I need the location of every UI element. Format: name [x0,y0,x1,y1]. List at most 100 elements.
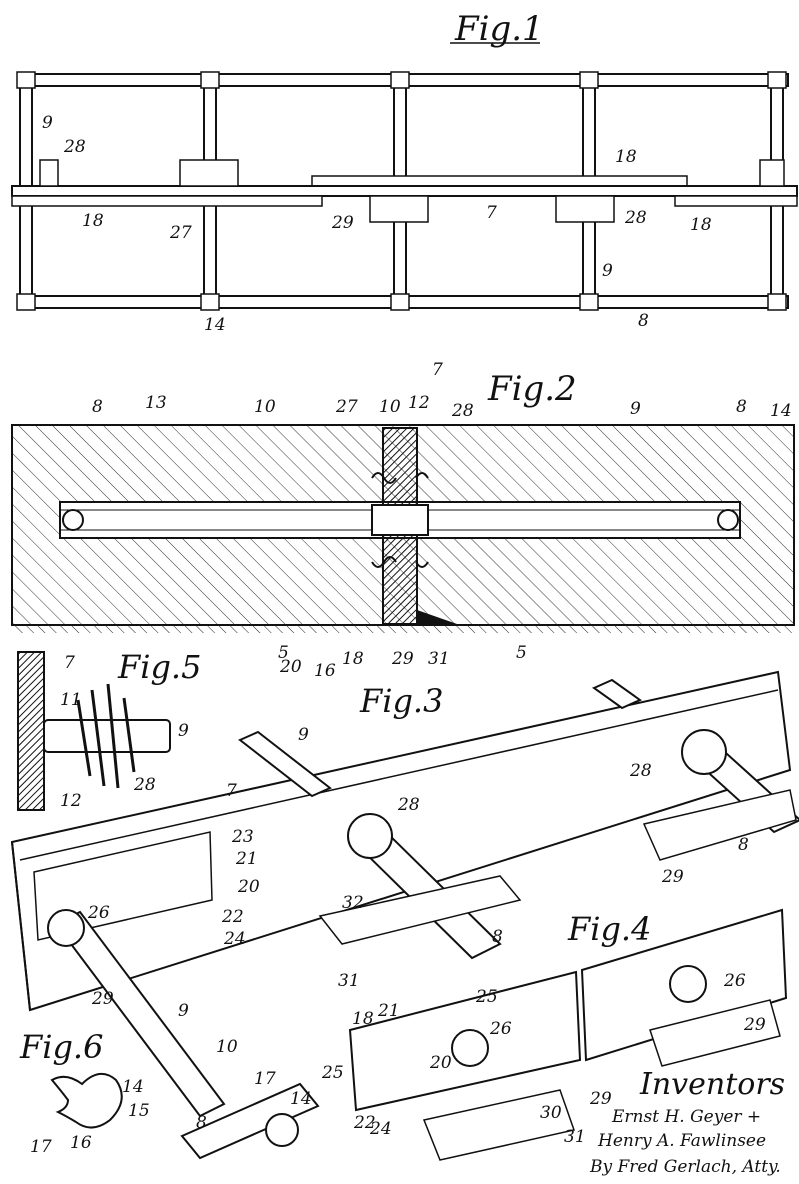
fig2-label: 13 [145,393,167,413]
fig4-chair-left [422,1089,575,1161]
fig2-label: 28 [451,401,474,421]
fig3-label: 29 [91,989,114,1009]
inventor-name: Henry A. Fawlinsee [597,1131,766,1151]
fig1-label: 18 [690,215,712,235]
fig2-coupling [371,504,429,536]
fig2-label: 8 [92,397,103,417]
fig4-label: 31 [564,1127,586,1147]
fig4-label: 29 [589,1089,612,1109]
fig4-label: 24 [369,1119,392,1139]
fig4-label: 25 [321,1063,344,1083]
figure-3-title: Fig.3 [359,682,443,720]
fig2-label: 10 [379,397,401,417]
inventors-heading: Inventors [639,1067,785,1102]
fig3-collar-28 [347,813,393,859]
fig3-label: 8 [196,1113,207,1133]
fig2-spring [371,472,429,568]
fig2-label: 18 [342,649,364,669]
fig1-sleeves [16,71,787,311]
fig4-label: 20 [429,1053,452,1073]
fig2-label: 16 [314,661,336,681]
figure-5: Fig.5 7 11 9 28 12 [17,648,201,811]
fig1-label: 9 [42,113,53,133]
fig3-label: 31 [338,971,360,991]
fig3-label: 9 [298,725,309,745]
fig3-label: 9 [178,1001,189,1021]
figure-3: Fig.3 9 7 28 28 8 23 [10,670,799,1160]
fig3-label: 24 [223,929,246,949]
fig5-label: 28 [133,775,156,795]
fig6-label: 16 [70,1133,92,1153]
fig1-label: 8 [638,311,649,331]
fig4-label: 26 [489,1019,512,1039]
fig6-label: 14 [122,1077,144,1097]
fig4-collar-right [669,965,707,1003]
fig3-collar-28 [681,729,727,775]
fig5-reference-numerals: 7 11 9 28 12 [60,653,189,811]
fig3-label: 29 [661,867,684,887]
fig2-label: 31 [428,649,450,669]
figure-1: Fig.1 [11,9,798,335]
fig3-end-rod [265,1113,299,1147]
fig5-label: 7 [64,653,75,673]
fig5-coil-spring [76,683,136,789]
fig2-reference-numerals: 7 8 13 10 27 10 12 28 9 8 14 5 20 16 18 … [92,360,792,681]
fig2-label: 20 [279,657,302,677]
fig5-label: 11 [60,690,82,710]
fig3-label: 22 [221,907,244,927]
fig1-label: 18 [82,211,104,231]
fig1-label: 28 [624,208,647,228]
fig5-rod [43,719,171,753]
fig1-label: 7 [486,203,497,223]
fig3-label: 32 [342,893,364,913]
fig3-label: 10 [216,1037,238,1057]
fig3-label: 17 [254,1069,276,1089]
fig3-collar-26 [47,909,85,947]
fig6-clip [50,1073,123,1129]
fig6-label: 17 [30,1137,52,1157]
fig3-label: 26 [87,903,110,923]
inventor-signature-block: Inventors Ernst H. Geyer + Henry A. Fawl… [589,1067,785,1177]
fig2-label: 5 [516,643,527,663]
figure-4: Fig.4 25 26 18 21 20 25 29 30 29 22 24 3… [321,908,788,1161]
fig3-label: 21 [235,849,258,869]
fig2-end-rod-right [717,509,739,531]
fig4-label: 26 [723,971,746,991]
figure-2: Fig.2 7 8 13 10 27 10 12 28 9 8 14 5 20 [11,360,795,681]
figure-5-title: Fig.5 [117,648,201,686]
fig3-label: 28 [397,795,420,815]
fig2-label: 14 [770,401,792,421]
fig1-label: 28 [63,137,86,157]
fig3-label: 8 [492,927,503,947]
fig5-plate [17,651,45,811]
figure-4-title: Fig.4 [567,910,651,948]
fig4-chair-right [649,999,781,1067]
fig2-label: 9 [630,399,641,419]
fig3-label: 7 [226,781,237,801]
fig2-label: 8 [736,397,747,417]
fig1-center-plate [11,175,798,207]
fig2-label: 12 [408,393,430,413]
fig1-label: 9 [602,261,613,281]
fig3-label: 23 [231,827,254,847]
fig2-label: 27 [335,397,358,417]
fig1-label: 29 [331,213,354,233]
fig4-label: 18 [352,1009,374,1029]
fig2-label: 5 [278,643,289,663]
fig3-reference-numerals: 9 7 28 28 8 23 21 20 26 22 24 32 31 8 29… [87,725,749,1133]
fig5-label: 9 [178,721,189,741]
fig4-label: 25 [475,987,498,1007]
fig1-label: 27 [169,223,192,243]
fig4-label: 22 [353,1113,376,1133]
fig2-label: 29 [391,649,414,669]
fig4-label: 30 [540,1103,562,1123]
figure-6-title: Fig.6 [19,1028,103,1066]
fig3-label: 14 [290,1089,312,1109]
fig1-label: 14 [204,315,226,335]
fig3-chairs [318,789,797,945]
fig3-label: 8 [738,835,749,855]
fig6-reference-numerals: 14 15 16 17 [30,1077,150,1157]
fig2-label: 7 [432,360,443,380]
figure-6: Fig.6 14 15 16 17 [19,1028,150,1157]
figure-2-title: Fig.2 [487,369,577,409]
